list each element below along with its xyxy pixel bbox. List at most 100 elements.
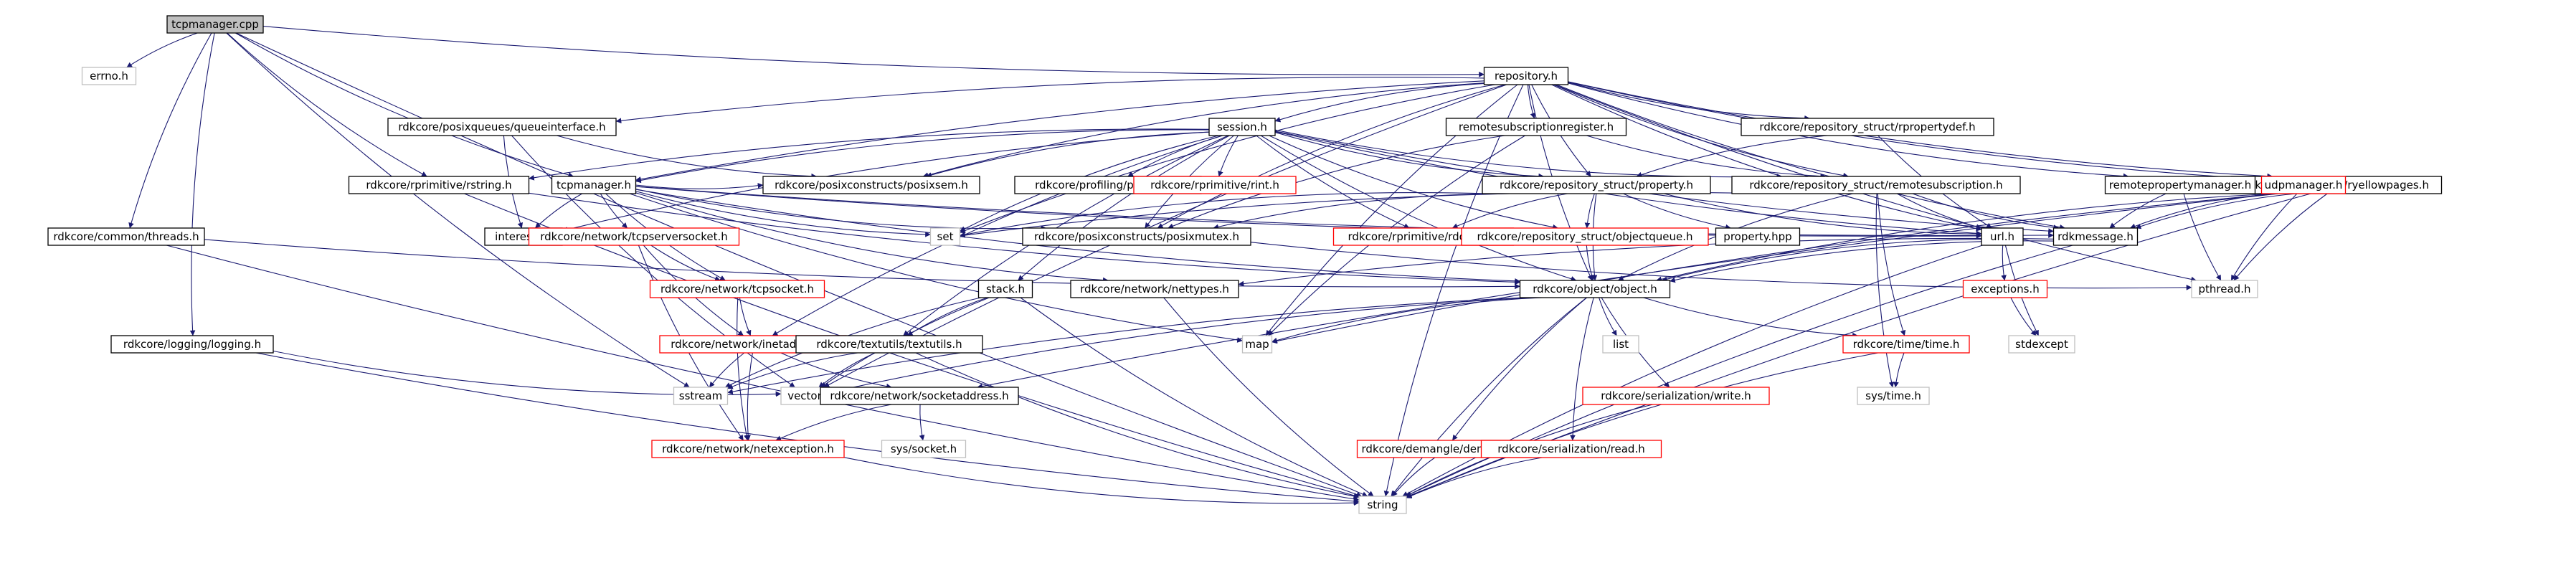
edge-session-h-to-object-h <box>1260 135 1577 282</box>
node-pthread-h[interactable]: pthread.h <box>2191 280 2258 298</box>
edge-property-h-to-objectqueue-h <box>1584 193 1595 229</box>
node-rint-h[interactable]: rdkcore/rprimitive/rint.h <box>1133 176 1297 194</box>
node-label: sys/time.h <box>1865 389 1921 402</box>
node-tcpserversocket-h[interactable]: rdkcore/network/tcpserversocket.h <box>528 227 740 246</box>
node-box <box>1731 176 2021 194</box>
node-label: udpmanager.h <box>2265 179 2343 191</box>
node-tcpmanager-h[interactable]: tcpmanager.h <box>551 176 637 194</box>
edge-posixmutex-h-to-pthread-h <box>1250 242 2192 290</box>
edge-layer <box>126 26 2328 506</box>
node-box <box>762 176 980 194</box>
node-map[interactable]: map <box>1241 335 1273 354</box>
node-box <box>929 227 961 246</box>
edge-demangle-h-to-string <box>1391 457 1436 497</box>
node-threads-h[interactable]: rdkcore/common/threads.h <box>47 227 205 246</box>
node-box <box>1981 227 2024 246</box>
node-errno-h[interactable]: errno.h <box>81 67 137 85</box>
node-tcpmanager-cpp[interactable]: tcpmanager.cpp <box>166 15 264 34</box>
node-sys-socket-h[interactable]: sys/socket.h <box>881 440 967 458</box>
node-box <box>1857 387 1930 405</box>
edge-socketaddress-h-to-netexception-h <box>775 404 892 441</box>
edge-rdkmessage-h-to-nettypes-h <box>1238 237 2054 287</box>
node-property-hpp[interactable]: property.hpp <box>1715 227 1801 246</box>
node-sstream[interactable]: sstream <box>673 387 729 405</box>
edge-session-h-to-url-h <box>1274 131 1982 237</box>
node-label: property.hpp <box>1723 230 1791 243</box>
edge-tcpmanager-h-to-rdkmessage-h <box>635 186 2054 238</box>
edge-property-h-to-set <box>960 192 1488 237</box>
node-set[interactable]: set <box>929 227 961 246</box>
edge-textutils-h-to-sstream <box>727 352 858 389</box>
node-time-h[interactable]: rdkcore/time/time.h <box>1842 335 1970 354</box>
node-rdkmessage-h[interactable]: rdkmessage.h <box>2052 227 2139 246</box>
node-rpropertydef-h[interactable]: rdkcore/repository_struct/rpropertydef.h <box>1741 118 1994 136</box>
node-box <box>1241 335 1273 354</box>
node-socketaddress-h[interactable]: rdkcore/network/socketaddress.h <box>820 387 1019 405</box>
node-label: pthread.h <box>2199 283 2251 295</box>
node-layer: tcpmanager.cpp errno.h repository.h rdkcore… <box>47 15 2443 514</box>
node-textutils-h[interactable]: rdkcore/textutils/textutils.h <box>795 335 983 354</box>
node-box <box>1962 280 2048 298</box>
edge-queueinterface-h-to-posixsem-h <box>557 135 818 179</box>
node-session-h[interactable]: session.h <box>1208 118 1276 136</box>
node-posixsem-h[interactable]: rdkcore/posixconstructs/posixsem.h <box>762 176 980 194</box>
node-box <box>528 227 740 246</box>
edge-nettypes-h-to-string <box>1163 297 1374 497</box>
node-label: sys/socket.h <box>891 442 957 455</box>
node-sys-time-h[interactable]: sys/time.h <box>1857 387 1930 405</box>
edge-session-h-to-posixsem-h <box>926 131 1210 178</box>
node-box <box>1480 440 1662 458</box>
edge-object-h-to-list <box>1599 297 1617 336</box>
edge-tcpsocket-h-to-inetaddress-h <box>739 297 752 336</box>
edge-remotepropertymanager-h-to-rdkmessage-h <box>2109 193 2167 229</box>
edge-repository-h-to-map <box>1265 84 1518 336</box>
edge-tcpmanager-cpp-to-tcpmanager-h <box>235 32 574 178</box>
node-netexception-h[interactable]: rdkcore/network/netexception.h <box>651 440 845 458</box>
edge-repository-h-to-yellowpages-h <box>1568 81 2273 179</box>
node-udpmanager-h[interactable]: udpmanager.h <box>2260 176 2347 194</box>
edge-socketaddress-h-to-sys-socket-h <box>919 404 925 441</box>
node-write-h[interactable]: rdkcore/serialization/write.h <box>1582 387 1770 405</box>
edge-inetaddress-h-to-sstream <box>709 352 745 388</box>
node-list[interactable]: list <box>1602 335 1639 354</box>
node-box <box>1842 335 1970 354</box>
node-tcpsocket-h[interactable]: rdkcore/network/tcpsocket.h <box>649 280 825 298</box>
edge-object-h-to-vector <box>828 297 1532 394</box>
node-queueinterface-h[interactable]: rdkcore/posixqueues/queueinterface.h <box>387 118 617 136</box>
node-repository-h[interactable]: repository.h <box>1483 67 1569 85</box>
node-label: tcpmanager.cpp <box>171 18 259 31</box>
edge-objectqueue-h-to-object-h <box>1586 245 1595 281</box>
edge-udpmanager-h-to-rdkmessage-h <box>2129 193 2269 229</box>
node-url-h[interactable]: url.h <box>1981 227 2024 246</box>
edge-inetaddress-h-to-socketaddress-h <box>780 352 892 389</box>
edge-repository-h-to-rdkmessage-h <box>1556 84 2065 230</box>
node-remotesubscriptionregister-h[interactable]: remotesubscriptionregister.h <box>1445 118 1627 136</box>
edge-repository-h-to-remotepropertymanager-h <box>1568 82 2129 179</box>
edge-repository-h-to-tcpmanager-h <box>635 80 1484 182</box>
node-rstring-h[interactable]: rdkcore/rprimitive/rstring.h <box>348 176 530 194</box>
node-objectqueue-h[interactable]: rdkcore/repository_struct/objectqueue.h <box>1461 227 1709 246</box>
edge-repository-h-to-session-h <box>1274 82 1484 123</box>
node-box <box>1445 118 1627 136</box>
node-label: tcpmanager.h <box>557 179 631 191</box>
edge-tcpmanager-h-to-interests-h <box>534 193 582 229</box>
node-object-h[interactable]: rdkcore/object/object.h <box>1519 280 1671 298</box>
node-posixmutex-h[interactable]: rdkcore/posixconstructs/posixmutex.h <box>1022 227 1251 246</box>
node-logging-h[interactable]: rdkcore/logging/logging.h <box>110 335 274 354</box>
node-stack-h[interactable]: stack.h <box>977 280 1033 298</box>
node-nettypes-h[interactable]: rdkcore/network/nettypes.h <box>1070 280 1239 298</box>
node-label: rdkcore/posixconstructs/posixsem.h <box>775 179 968 191</box>
node-box <box>1519 280 1671 298</box>
node-label: rdkcore/serialization/read.h <box>1497 442 1644 455</box>
edge-time-h-to-string <box>1406 352 1878 498</box>
node-label: rdkcore/rprimitive/rstring.h <box>366 179 511 191</box>
node-property-h[interactable]: rdkcore/repository_struct/property.h <box>1482 176 1711 194</box>
node-read-h[interactable]: rdkcore/serialization/read.h <box>1480 440 1662 458</box>
edge-session-h-to-rint-h <box>1218 135 1239 177</box>
node-remotesubscription-h[interactable]: rdkcore/repository_struct/remotesubscrip… <box>1731 176 2021 194</box>
node-box <box>2052 227 2139 246</box>
node-stdexcept[interactable]: stdexcept <box>2008 335 2075 354</box>
node-remotepropertymanager-h[interactable]: remotepropertymanager.h <box>2104 176 2256 194</box>
node-exceptions-h[interactable]: exceptions.h <box>1962 280 2048 298</box>
node-string[interactable]: string <box>1358 496 1407 514</box>
